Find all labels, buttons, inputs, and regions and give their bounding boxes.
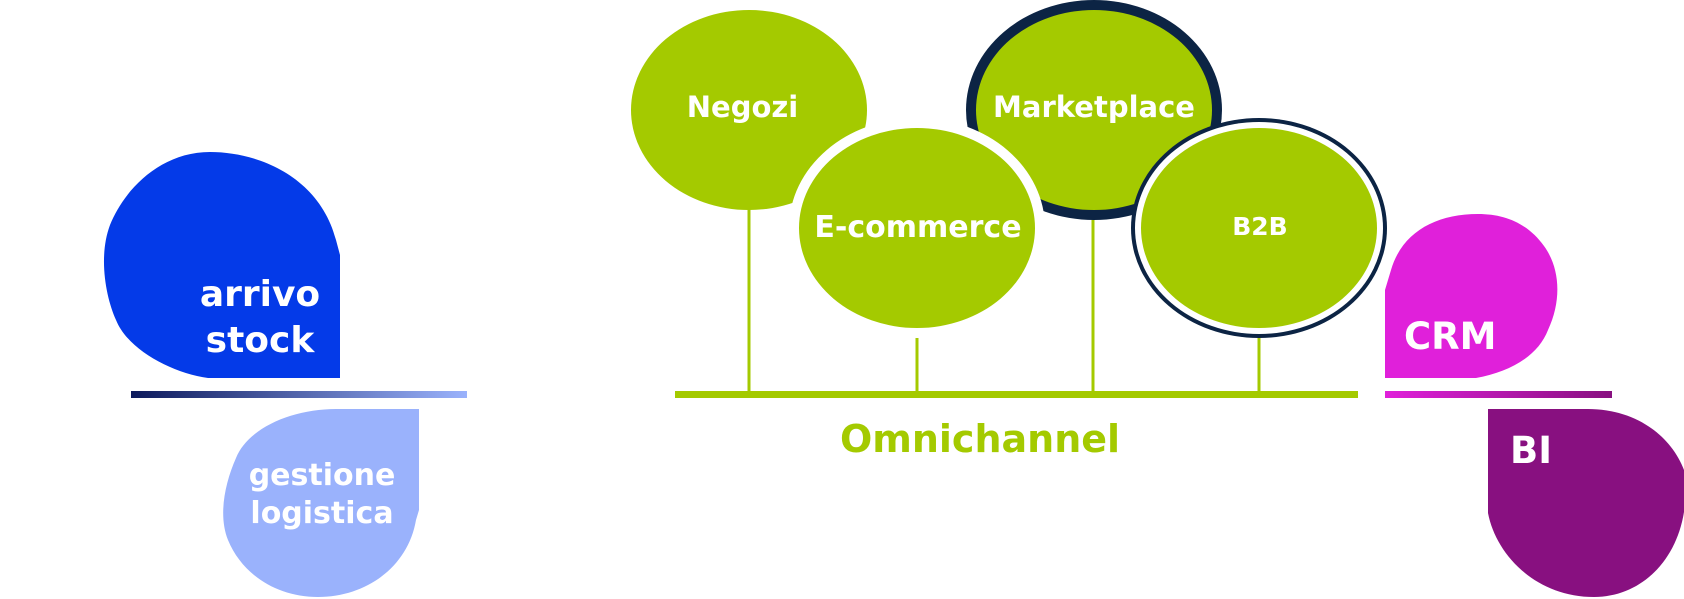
crm-label: CRM <box>1404 315 1497 358</box>
bubble-negozi <box>631 10 867 210</box>
bubble-marketplace <box>976 10 1212 210</box>
logistics-label-line1: gestione <box>248 458 396 493</box>
stock-label-line2: stock <box>205 320 315 361</box>
stock-label-line1: arrivo <box>199 274 321 315</box>
channel-label-ecommerce: E-commerce <box>814 210 1022 245</box>
left-divider <box>131 391 467 398</box>
channel-label-b2b: B2B <box>1232 212 1288 241</box>
omnichannel-title: Omnichannel <box>839 417 1121 461</box>
channel-label-marketplace: Marketplace <box>993 90 1195 124</box>
stock-label: arrivo stock <box>175 272 345 364</box>
right-divider <box>1385 391 1612 398</box>
channel-label-negozi: Negozi <box>686 90 799 124</box>
logistics-blob <box>223 409 419 597</box>
bi-blob <box>1488 409 1684 597</box>
bubble-ecommerce <box>799 128 1035 328</box>
bubble-b2b <box>1141 128 1377 328</box>
logistics-label: gestione logistica <box>232 457 412 533</box>
crm-blob <box>1385 214 1558 378</box>
stock-arrival-blob <box>103 152 340 378</box>
logistics-label-line2: logistica <box>250 496 394 531</box>
omnichannel-baseline <box>675 391 1358 398</box>
bi-label: BI <box>1510 429 1552 472</box>
